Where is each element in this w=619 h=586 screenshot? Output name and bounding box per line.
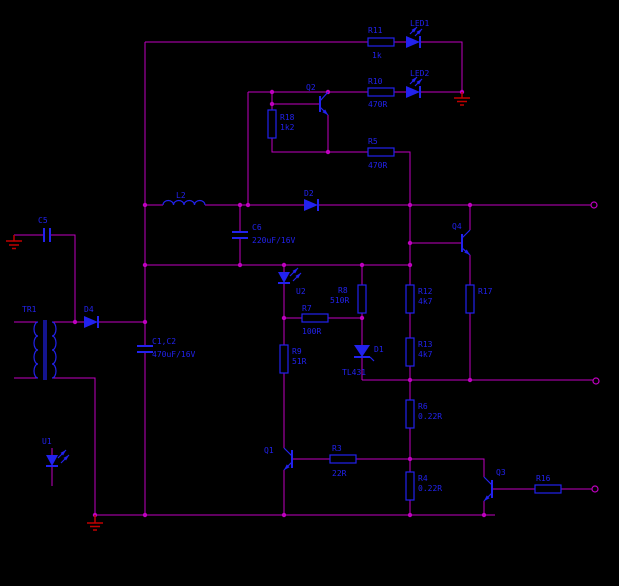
label-r7-value: 100R (302, 327, 321, 336)
label-r10-value: 470R (368, 100, 387, 109)
label-c1c2-value: 470uF/16V (152, 350, 196, 359)
component-d1-tl431: D1 TL431 (342, 345, 384, 377)
label-u2-ref: U2 (296, 287, 306, 296)
label-r9-ref: R9 (292, 347, 302, 356)
component-c5: C5 (38, 216, 51, 242)
label-r8-ref: R8 (338, 286, 348, 295)
output-terminal-3 (591, 485, 599, 493)
component-l2: L2 (162, 191, 206, 206)
label-d1-value: TL431 (342, 368, 366, 377)
label-c6-value: 220uF/16V (252, 236, 296, 245)
component-q1: Q1 (264, 446, 293, 471)
ground-symbol-top-right (454, 92, 470, 106)
component-r13: R13 4k7 (405, 337, 433, 367)
component-r16: R16 (534, 474, 562, 494)
label-q2-ref: Q2 (306, 83, 316, 92)
component-q2: Q2 (306, 83, 329, 116)
label-d4-ref: D4 (84, 305, 94, 314)
component-q3: Q3 (483, 468, 506, 502)
label-r6-ref: R6 (418, 402, 428, 411)
component-r3: R3 22R (329, 444, 357, 478)
component-r4: R4 0.22R (405, 471, 442, 501)
label-q4-ref: Q4 (452, 222, 462, 231)
label-r7-ref: R7 (302, 304, 312, 313)
label-q3-ref: Q3 (496, 468, 506, 477)
label-r18-value: 1k2 (280, 123, 295, 132)
label-c1c2-ref: C1,C2 (152, 337, 176, 346)
label-l2-ref: L2 (176, 191, 186, 200)
component-tr1: TR1 (22, 305, 57, 380)
component-r5: R5 470R (367, 137, 395, 170)
component-c6: C6 220uF/16V (232, 223, 296, 245)
label-d1-ref: D1 (374, 345, 384, 354)
label-r10-ref: R10 (368, 77, 383, 86)
label-c5-ref: C5 (38, 216, 48, 225)
component-u1: U1 (42, 437, 70, 467)
component-led1: LED1 (406, 19, 429, 48)
label-r12-ref: R12 (418, 287, 433, 296)
label-q1-ref: Q1 (264, 446, 274, 455)
output-terminal-2 (592, 377, 600, 385)
component-d4: D4 (84, 305, 99, 328)
label-r3-value: 22R (332, 469, 347, 478)
label-r18-ref: R18 (280, 113, 295, 122)
ground-symbol-top-left (6, 235, 22, 250)
component-r12: R12 4k7 (405, 284, 433, 314)
label-r16-ref: R16 (536, 474, 551, 483)
label-r5-ref: R5 (368, 137, 378, 146)
label-r12-value: 4k7 (418, 297, 433, 306)
wire-segments (14, 41, 593, 516)
label-d2-ref: D2 (304, 189, 314, 198)
component-u2: U2 (278, 267, 306, 296)
component-r11: R11 1k (367, 26, 395, 60)
component-led2: LED2 (406, 69, 429, 98)
component-r10: R10 470R (367, 77, 395, 109)
label-r8-value: 510R (330, 296, 349, 305)
component-r18: R18 1k2 (267, 109, 295, 139)
ground-symbol-bottom (87, 515, 103, 531)
component-r17: R17 (465, 284, 493, 314)
label-u1-ref: U1 (42, 437, 52, 446)
label-r11-ref: R11 (368, 26, 383, 35)
component-d2: D2 (304, 189, 319, 211)
label-r17-ref: R17 (478, 287, 493, 296)
component-r8: R8 510R (330, 284, 367, 314)
label-c6-ref: C6 (252, 223, 262, 232)
component-r7: R7 100R (301, 304, 329, 336)
component-c1c2: C1,C2 470uF/16V (137, 337, 196, 359)
label-r5-value: 470R (368, 161, 387, 170)
label-r13-ref: R13 (418, 340, 433, 349)
junction-dots (72, 89, 487, 518)
label-led2-ref: LED2 (410, 69, 429, 78)
label-r4-ref: R4 (418, 474, 428, 483)
label-r9-value: 51R (292, 357, 307, 366)
label-r11-value: 1k (372, 51, 382, 60)
component-r9: R9 51R (279, 344, 307, 374)
output-terminal-1 (590, 201, 598, 209)
label-r13-value: 4k7 (418, 350, 433, 359)
label-led1-ref: LED1 (410, 19, 429, 28)
label-r6-value: 0.22R (418, 412, 442, 421)
component-r6: R6 0.22R (405, 399, 442, 429)
label-r3-ref: R3 (332, 444, 342, 453)
component-q4: Q4 (452, 222, 471, 256)
label-tr1-ref: TR1 (22, 305, 37, 314)
label-r4-value: 0.22R (418, 484, 442, 493)
